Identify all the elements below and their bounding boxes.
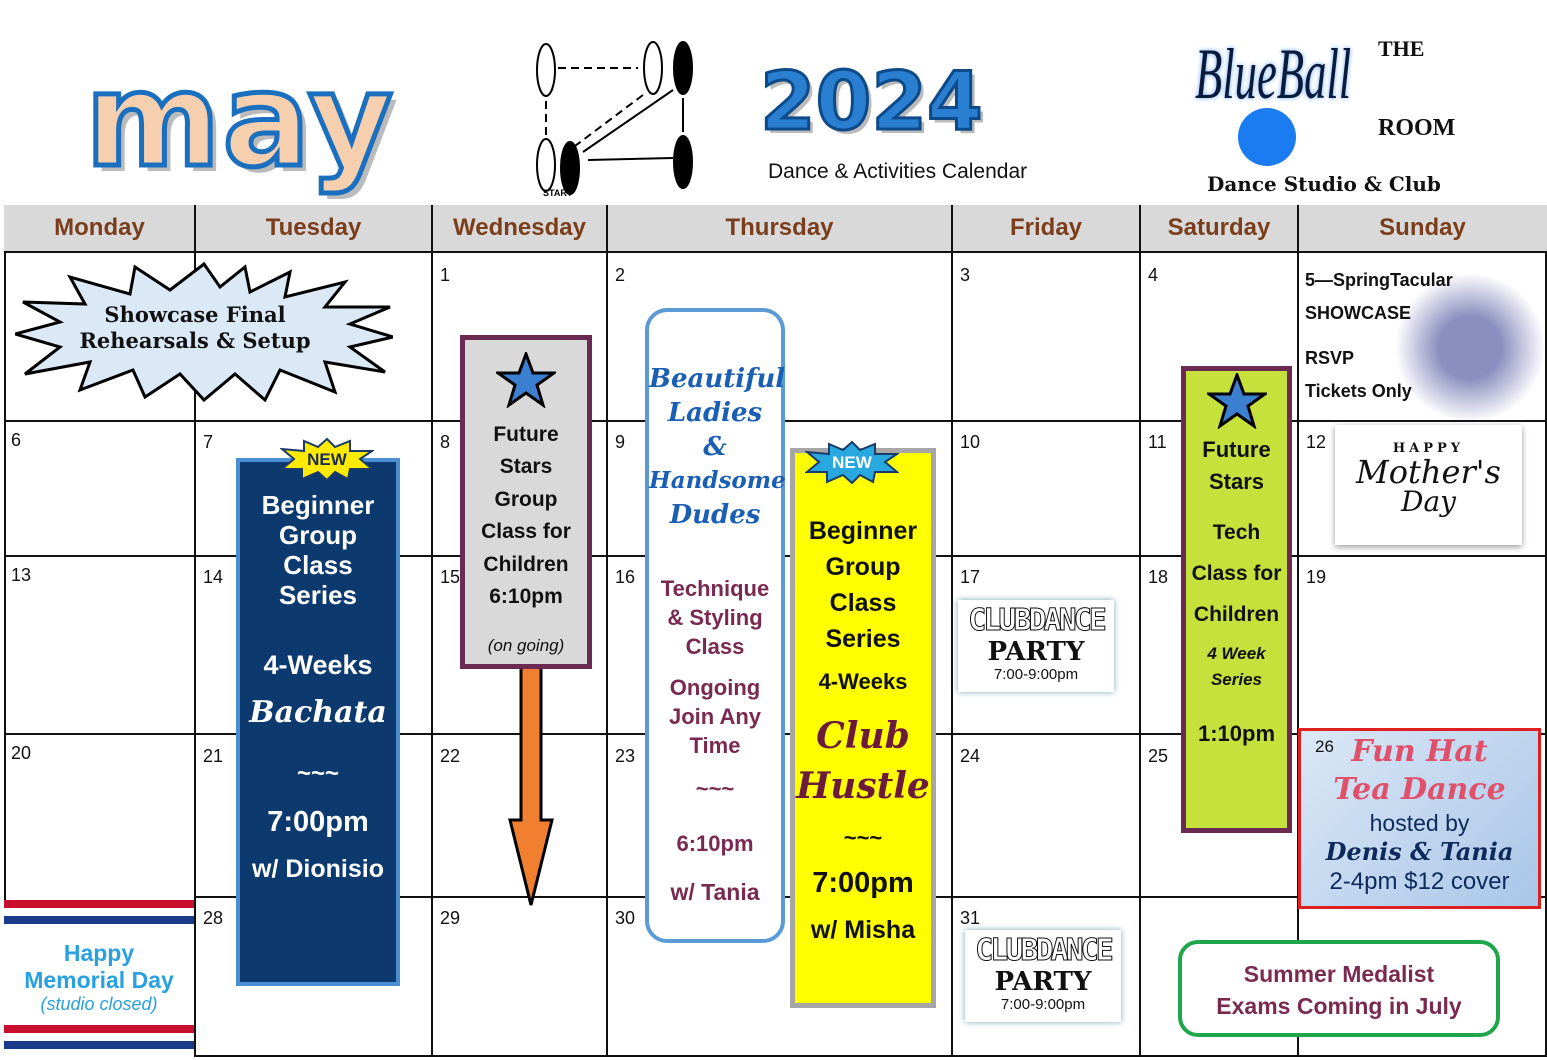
date: 15 [440, 567, 461, 587]
showcase-couple-image [1395, 275, 1545, 420]
flag-ribbon-icon [4, 900, 194, 932]
date: 10 [960, 432, 981, 452]
logo-ball-icon [1238, 108, 1296, 166]
date: 7 [203, 432, 214, 452]
day-header-tuesday: Tuesday [195, 205, 432, 253]
date: 19 [1306, 567, 1327, 587]
date: 11 [1148, 432, 1167, 452]
day-header-thursday: Thursday [607, 205, 952, 253]
date: 25 [1148, 746, 1169, 766]
divider [431, 205, 433, 1057]
logo-room: ROOM [1378, 115, 1456, 141]
date: 20 [11, 743, 32, 763]
day-header-friday: Friday [952, 205, 1140, 253]
date: 29 [440, 908, 461, 928]
diagram-start-label: START [543, 188, 573, 198]
star-icon [1203, 370, 1270, 430]
flag-ribbon-icon [4, 1025, 194, 1057]
date: 6 [11, 430, 22, 450]
day-header-monday: Monday [4, 205, 195, 253]
thursday-beginner-hustle-class: Beginner Group Class Series 4-Weeks Club… [790, 448, 936, 1008]
event-line: Showcase Final [104, 302, 286, 327]
dance-step-diagram: START [536, 41, 693, 198]
date: 23 [615, 746, 636, 766]
fun-hat-tea-dance-event: 26 Fun Hat Tea Dance hosted by Denis & T… [1298, 728, 1541, 909]
day-header-sunday: Sunday [1298, 205, 1547, 253]
star-icon [493, 349, 559, 409]
date: 17 [960, 567, 981, 587]
date: 21 [203, 746, 224, 766]
date: 4 [1148, 265, 1159, 285]
svg-text:NEW: NEW [832, 453, 873, 472]
date: 8 [440, 432, 451, 452]
year-title: 2024 [759, 55, 985, 148]
date: 31 [960, 908, 981, 928]
divider [951, 205, 953, 1057]
date: 1 [440, 265, 451, 285]
logo-name: BlueBall [1195, 34, 1352, 114]
divider [1139, 205, 1141, 1057]
date: 28 [203, 908, 224, 928]
date: 30 [615, 908, 636, 928]
date: 16 [615, 567, 636, 587]
date: 3 [960, 265, 971, 285]
calendar-subtitle: Dance & Activities Calendar [768, 160, 1028, 183]
new-badge-icon: NEW [280, 437, 374, 481]
date: 13 [11, 565, 32, 585]
logo-the: THE [1378, 36, 1425, 61]
event-line: Rehearsals & Setup [79, 328, 311, 353]
day-header-wednesday: Wednesday [432, 205, 607, 253]
date: 26 [1315, 737, 1334, 756]
date: 22 [440, 746, 461, 766]
date: 18 [1148, 567, 1169, 587]
month-title: may [83, 44, 396, 196]
date: 9 [615, 432, 626, 452]
date: 12 [1306, 432, 1327, 452]
divider [194, 205, 196, 1057]
date: 24 [960, 746, 981, 766]
mothers-day-card: HAPPY Mother's Day [1335, 425, 1522, 545]
down-arrow-icon [508, 665, 554, 906]
day-header-saturday: Saturday [1140, 205, 1298, 253]
divider [1297, 205, 1299, 1057]
divider [606, 205, 608, 1057]
svg-text:NEW: NEW [307, 450, 348, 469]
tuesday-beginner-bachata-class: Beginner Group Class Series 4-Weeks Bach… [236, 458, 400, 986]
saturday-future-stars-tech-class: Future Stars Tech Class for Children 4 W… [1181, 366, 1292, 833]
memorial-day-banner: Happy Memorial Day (studio closed) [4, 900, 194, 1057]
date: 14 [203, 567, 224, 587]
date: 2 [615, 265, 626, 285]
new-badge-icon: NEW [805, 440, 899, 484]
logo-tagline: Dance Studio & Club [1207, 172, 1441, 196]
wednesday-future-stars-class: Future Stars Group Class for Children 6:… [460, 335, 592, 669]
starburst-shape [15, 262, 393, 402]
